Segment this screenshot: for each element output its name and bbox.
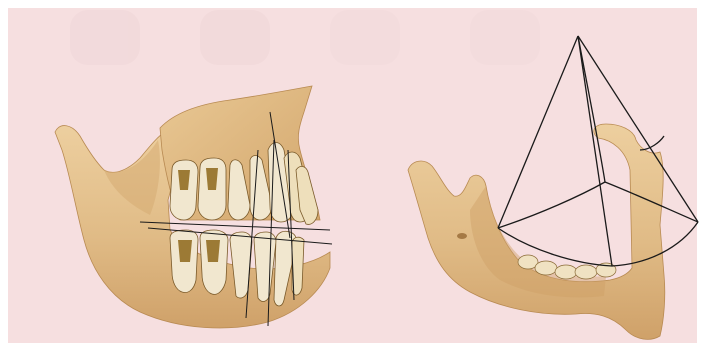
lower-molar-2 (200, 230, 228, 294)
upper-molar-2-pulp (206, 168, 218, 190)
oblique-tooth-3 (555, 265, 577, 279)
oblique-tooth-4 (575, 265, 597, 279)
upper-molar-1-pulp (178, 170, 190, 190)
lower-molar-1-pulp (178, 240, 192, 262)
oblique-tooth-2 (535, 261, 557, 275)
mental-foramen (457, 233, 467, 239)
lower-molar-2-pulp (206, 240, 220, 262)
